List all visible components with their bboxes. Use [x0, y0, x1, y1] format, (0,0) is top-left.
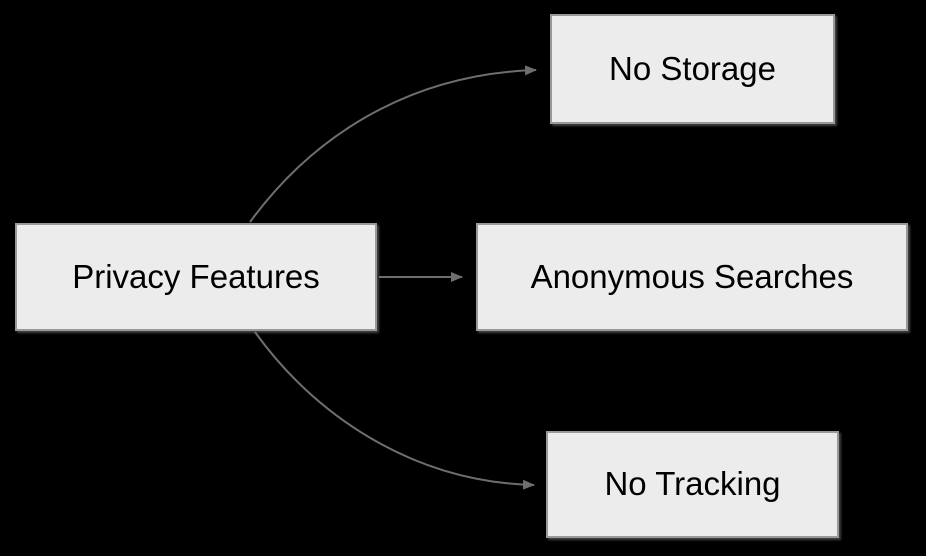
arrow-privacy-to-no-storage: [249, 65, 537, 223]
node-no-tracking: No Tracking: [546, 431, 839, 538]
node-no-tracking-label: No Tracking: [604, 465, 781, 503]
node-no-storage-label: No Storage: [609, 49, 776, 87]
node-no-storage: No Storage: [550, 14, 835, 124]
arrow-privacy-to-no-tracking: [254, 331, 535, 490]
node-anonymous-searches: Anonymous Searches: [476, 223, 908, 331]
node-anonymous-searches-label: Anonymous Searches: [530, 257, 854, 295]
node-privacy-features-label: Privacy Features: [72, 257, 320, 295]
node-privacy-features: Privacy Features: [15, 223, 377, 331]
